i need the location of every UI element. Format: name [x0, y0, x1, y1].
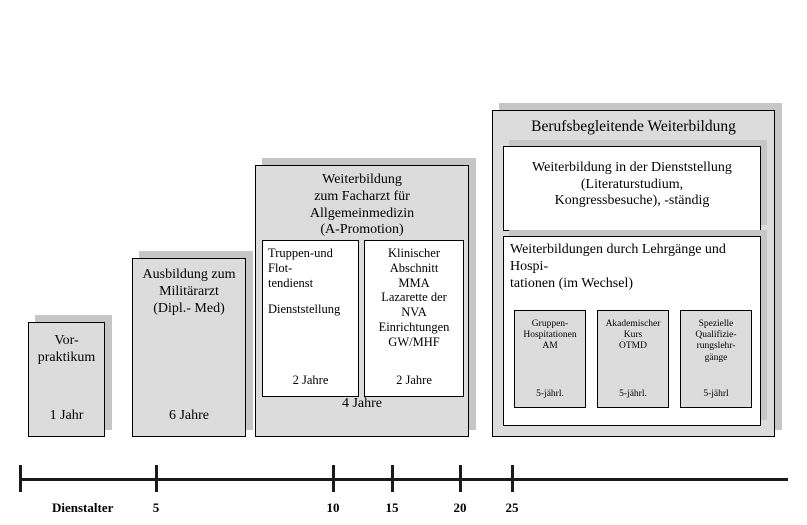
stage2-title-line3: (Dipl.- Med) [153, 300, 225, 316]
stage3-sub-klinischer-abschnitt[interactable]: Klinischer Abschnitt MMA Lazarette der N… [364, 240, 464, 397]
course2-interval: 5-jährl. [619, 389, 647, 399]
stage4-title: Berufsbegleitende Weiterbildung [531, 118, 736, 135]
course1-line2: Hospitationen [523, 330, 577, 341]
course-spezielle-qualifizierungslehrgaenge[interactable]: Spezielle Qualifizie- rungslehr- gänge 5… [680, 310, 752, 408]
timeline-axis [20, 478, 788, 481]
axis-label-20: 20 [453, 500, 467, 515]
stage3-box[interactable]: Weiterbildung zum Facharzt für Allgemein… [255, 165, 469, 437]
stage1-title: Vor- praktikum [29, 333, 104, 367]
stage1-title-line2: praktikum [37, 349, 96, 365]
course-gruppen-hospitationen[interactable]: Gruppen- Hospitationen AM 5-jährl. [514, 310, 586, 408]
panel2-line2: tationen (im Wechsel) [510, 275, 634, 291]
klinischer-line1: Klinischer Abschnitt [387, 246, 441, 275]
course1-interval: 5-jährl. [536, 389, 564, 399]
stage4-panel1-text: Weiterbildung in der Dienststellung (Lit… [506, 160, 758, 210]
axis-label-5: 5 [152, 500, 160, 515]
course2-line1: Akademischer [605, 319, 661, 329]
course3-line4: gänge [704, 352, 728, 363]
panel1-line2: (Literaturstudium, [580, 176, 684, 192]
stage3-sub-truppen-und-flottendienst[interactable]: Truppen-und Flot- tendienst Dienststellu… [262, 240, 359, 397]
course3-line3: rungslehr- [696, 341, 736, 352]
stage4-panel2-text: Weiterbildungen durch Lehrgänge und Hosp… [510, 242, 757, 292]
truppen-und-flottendienst-text: Truppen-und Flot- tendienst Dienststellu… [268, 246, 355, 317]
course1-line1: Gruppen- [531, 319, 569, 329]
truppen-gap [268, 291, 355, 302]
course-akademischer-kurs-text: Akademischer Kurs OTMD [599, 319, 667, 353]
klinischer-line2: MMA [398, 275, 430, 290]
stage2-title-line1: Ausbildung zum [142, 267, 236, 282]
truppen-line3: Dienststellung [268, 302, 341, 316]
stage3-title-line1: Weiterbildung [322, 172, 402, 187]
course-gruppen-hospitationen-text: Gruppen- Hospitationen AM [516, 319, 584, 353]
stage1-box[interactable]: Vor- praktikum 1 Jahr [28, 322, 105, 437]
panel2-line1: Weiterbildungen durch Lehrgänge und Hosp… [510, 242, 726, 274]
axis-title: Dienstalter [52, 500, 114, 515]
axis-label-15: 15 [385, 500, 399, 515]
course-spezielle-qualifizierungslehrgaenge-text: Spezielle Qualifizie- rungslehr- gänge [682, 319, 750, 364]
klinischer-line3: Lazarette der NVA [381, 290, 447, 319]
truppen-line1: Truppen-und Flot- [268, 246, 333, 275]
stage3-title-line3: Allgemeinmedizin [309, 205, 415, 221]
course2-line3: OTMD [619, 341, 647, 352]
stage2-title: Ausbildung zum Militärarzt (Dipl.- Med) [133, 267, 245, 317]
axis-tick-15 [391, 465, 394, 492]
course-akademischer-kurs[interactable]: Akademischer Kurs OTMD 5-jährl. [597, 310, 669, 408]
stage1-title-line1: Vor- [54, 333, 79, 348]
stage2-title-line2: Militärarzt [159, 283, 219, 299]
stage2-duration: 6 Jahre [168, 408, 210, 423]
truppen-line2: tendienst [268, 276, 314, 290]
axis-tick-10 [332, 465, 335, 492]
axis-label-25: 25 [505, 500, 519, 515]
stage3-title-line4: (A-Promotion) [320, 222, 404, 238]
axis-tick-0 [19, 465, 22, 492]
axis-label-10: 10 [326, 500, 340, 515]
klinischer-abschnitt-text: Klinischer Abschnitt MMA Lazarette der N… [367, 246, 461, 349]
panel1-line1: Weiterbildung in der Dienststellung [532, 160, 732, 175]
course3-line1: Spezielle [698, 319, 734, 329]
stage3-title-line2: zum Facharzt für [314, 188, 410, 204]
stage4-panel1[interactable]: Weiterbildung in der Dienststellung (Lit… [503, 146, 761, 231]
stage2-box[interactable]: Ausbildung zum Militärarzt (Dipl.- Med) … [132, 258, 246, 437]
stage1-duration: 1 Jahr [49, 408, 84, 423]
klinischer-line4: Einrichtungen [378, 319, 450, 334]
klinischer-duration: 2 Jahre [396, 373, 432, 387]
axis-tick-25 [511, 465, 514, 492]
truppen-duration: 2 Jahre [292, 373, 329, 387]
stage3-duration: 4 Jahre [341, 396, 383, 411]
axis-tick-20 [459, 465, 462, 492]
course3-line2: Qualifizie- [695, 330, 737, 341]
panel1-line3: Kongressbesuche), -ständig [554, 193, 710, 209]
course1-line3: AM [542, 341, 558, 352]
stage3-title: Weiterbildung zum Facharzt für Allgemein… [256, 172, 468, 239]
klinischer-line5: GW/MHF [388, 334, 440, 349]
stage4-box[interactable]: Berufsbegleitende Weiterbildung Weiterbi… [492, 110, 775, 437]
stage4-panel2[interactable]: Weiterbildungen durch Lehrgänge und Hosp… [503, 236, 761, 426]
course2-line2: Kurs [623, 330, 643, 341]
course3-interval: 5-jährl [703, 389, 729, 399]
axis-tick-5 [155, 465, 158, 492]
